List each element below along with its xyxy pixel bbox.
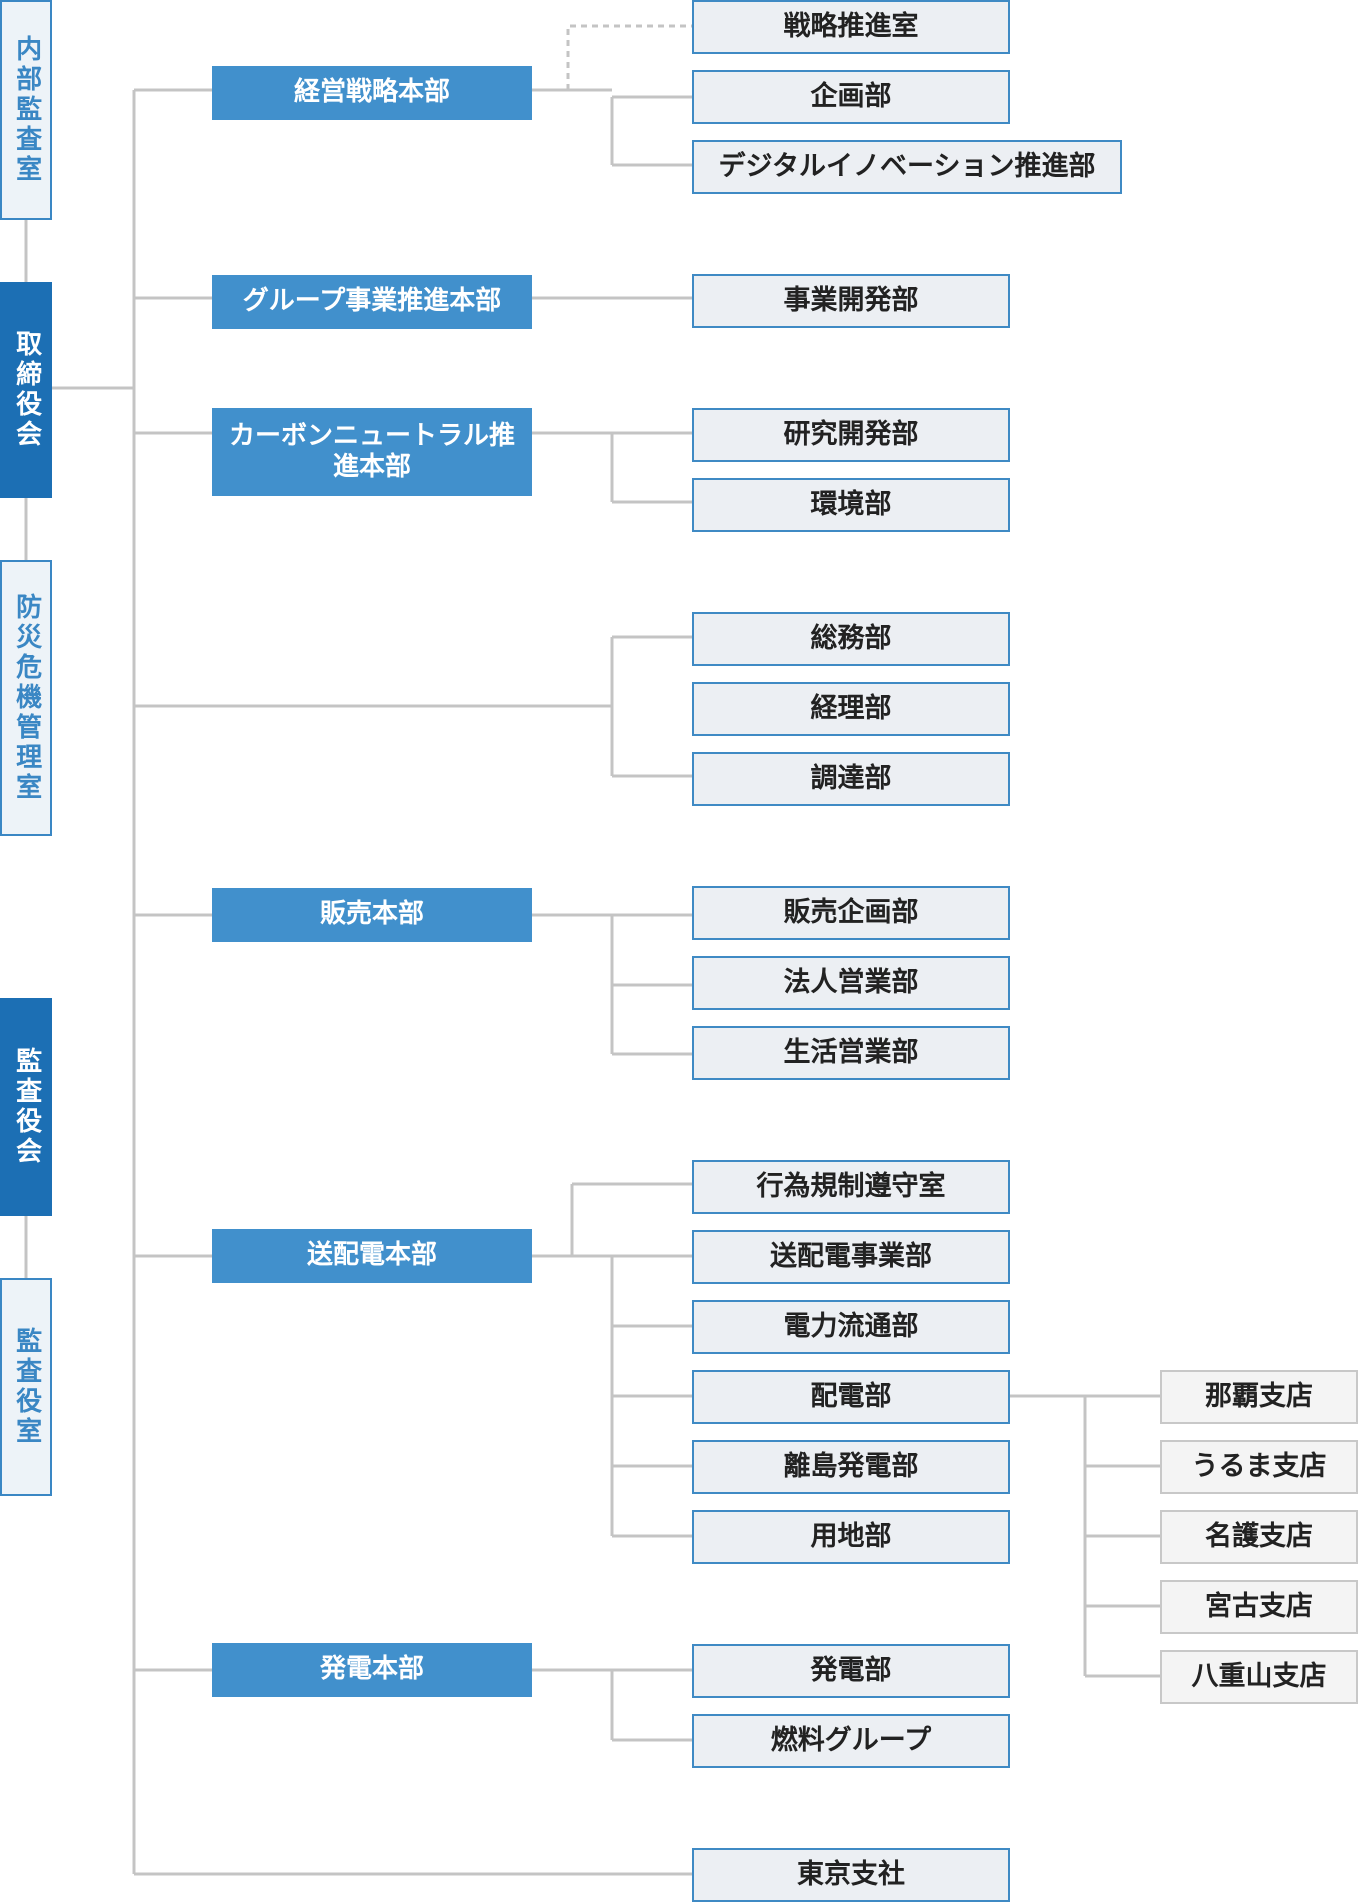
disaster-crisis-office-label: 防災危機管理室 [11, 593, 42, 803]
branch-uruma: うるま支店 [1160, 1440, 1358, 1494]
audit-board-label: 監査役会 [11, 1047, 42, 1167]
branch-yaeyama: 八重山支店 [1160, 1650, 1358, 1704]
dept-accounting: 経理部 [692, 682, 1010, 736]
branch-miyako: 宮古支店 [1160, 1580, 1358, 1634]
internal-audit-office-label: 内部監査室 [11, 35, 42, 185]
hq-generation: 発電本部 [212, 1643, 532, 1697]
branch-naha: 那覇支店 [1160, 1370, 1358, 1424]
audit-board: 監査役会 [0, 998, 52, 1216]
dept-sales-planning: 販売企画部 [692, 886, 1010, 940]
audit-office-label: 監査役室 [11, 1327, 42, 1447]
disaster-crisis-office: 防災危機管理室 [0, 560, 52, 836]
dept-compliance-office: 行為規制遵守室 [692, 1160, 1010, 1214]
dept-tokyo-office: 東京支社 [692, 1848, 1010, 1902]
dept-island-power: 離島発電部 [692, 1440, 1010, 1494]
dept-power-generation: 発電部 [692, 1644, 1010, 1698]
dept-distribution: 配電部 [692, 1370, 1010, 1424]
dept-research: 研究開発部 [692, 408, 1010, 462]
branch-nago: 名護支店 [1160, 1510, 1358, 1564]
dept-strategy-office: 戦略推進室 [692, 0, 1010, 54]
dept-residential-sales: 生活営業部 [692, 1026, 1010, 1080]
hq-strategy: 経営戦略本部 [212, 66, 532, 120]
dept-procurement: 調達部 [692, 752, 1010, 806]
dept-land: 用地部 [692, 1510, 1010, 1564]
hq-carbon: カーボンニュートラル推進本部 [212, 408, 532, 496]
dept-general-affairs: 総務部 [692, 612, 1010, 666]
dept-fuel-group: 燃料グループ [692, 1714, 1010, 1768]
dept-environment: 環境部 [692, 478, 1010, 532]
hq-sales: 販売本部 [212, 888, 532, 942]
dept-digital-innovation: デジタルイノベーション推進部 [692, 140, 1122, 194]
dept-power-flow: 電力流通部 [692, 1300, 1010, 1354]
internal-audit-office: 内部監査室 [0, 0, 52, 220]
dept-business-development: 事業開発部 [692, 274, 1010, 328]
board-of-directors: 取締役会 [0, 282, 52, 498]
dept-planning: 企画部 [692, 70, 1010, 124]
dept-corporate-sales: 法人営業部 [692, 956, 1010, 1010]
board-of-directors-label: 取締役会 [11, 330, 42, 450]
audit-office: 監査役室 [0, 1278, 52, 1496]
dept-td-business: 送配電事業部 [692, 1230, 1010, 1284]
hq-group: グループ事業推進本部 [212, 275, 532, 329]
hq-transmission: 送配電本部 [212, 1229, 532, 1283]
